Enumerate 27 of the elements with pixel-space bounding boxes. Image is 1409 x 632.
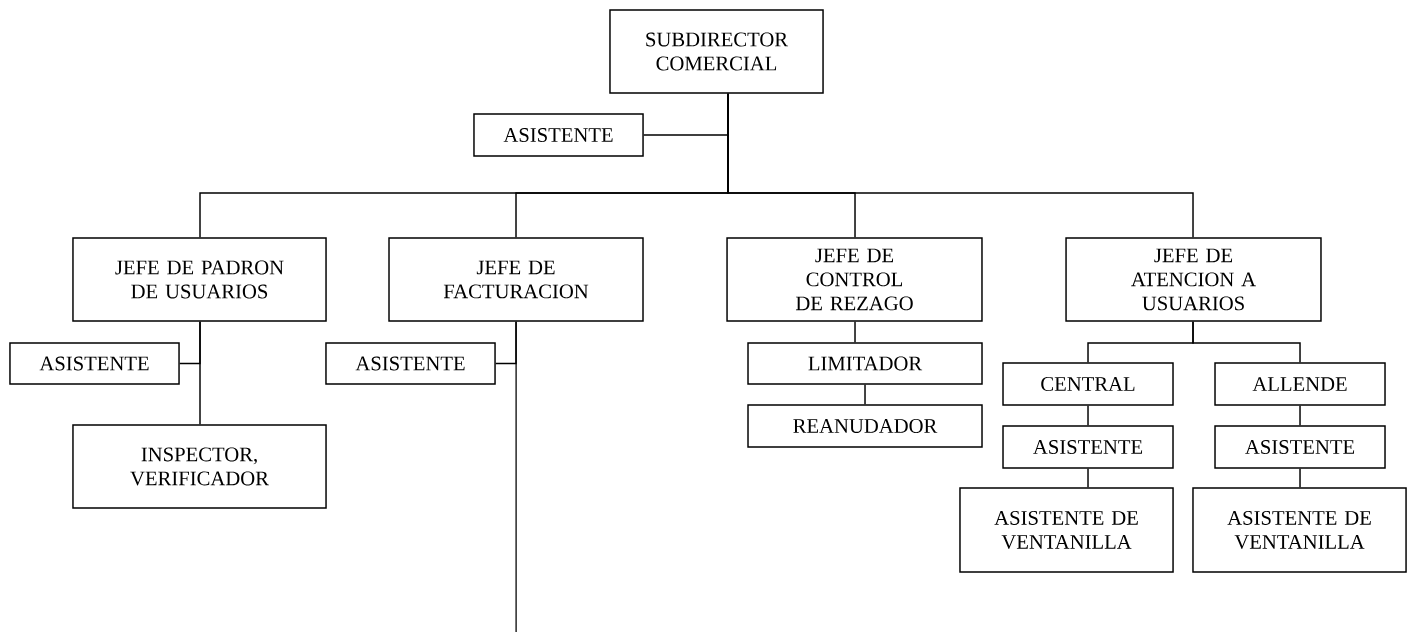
org-box: SUBDIRECTOR COMERCIAL — [609, 9, 824, 94]
connector-line — [1192, 320, 1301, 363]
connector-line — [1087, 468, 1089, 488]
org-box: ASISTENTE — [1002, 425, 1174, 469]
org-box: INSPECTOR, VERIFICADOR — [72, 424, 327, 509]
connector-line — [199, 320, 201, 426]
org-box: ASISTENTE — [9, 342, 180, 385]
org-box: ALLENDE — [1214, 362, 1386, 406]
connector-line — [864, 384, 866, 405]
connector-line — [727, 92, 1194, 239]
org-box: CENTRAL — [1002, 362, 1174, 406]
org-box: JEFE DE ATENCION A USUARIOS — [1065, 237, 1322, 322]
connector-line — [1087, 405, 1089, 426]
org-box: LIMITADOR — [747, 342, 983, 385]
connector-line — [1299, 405, 1301, 426]
org-box: ASISTENTE — [1214, 425, 1386, 469]
org-box: ASISTENTE — [473, 113, 644, 157]
connector-line — [854, 320, 856, 343]
connector-line — [515, 320, 517, 632]
org-box: REANUDADOR — [747, 404, 983, 448]
org-box: ASISTENTE DE VENTANILLA — [1192, 487, 1407, 573]
org-box: ASISTENTE DE VENTANILLA — [959, 487, 1174, 573]
org-box: JEFE DE FACTURACION — [388, 237, 644, 322]
connector-line — [1299, 468, 1301, 488]
org-box: JEFE DE CONTROL DE REZAGO — [726, 237, 983, 322]
org-box: ASISTENTE — [325, 342, 496, 385]
org-box: JEFE DE PADRON DE USUARIOS — [72, 237, 327, 322]
